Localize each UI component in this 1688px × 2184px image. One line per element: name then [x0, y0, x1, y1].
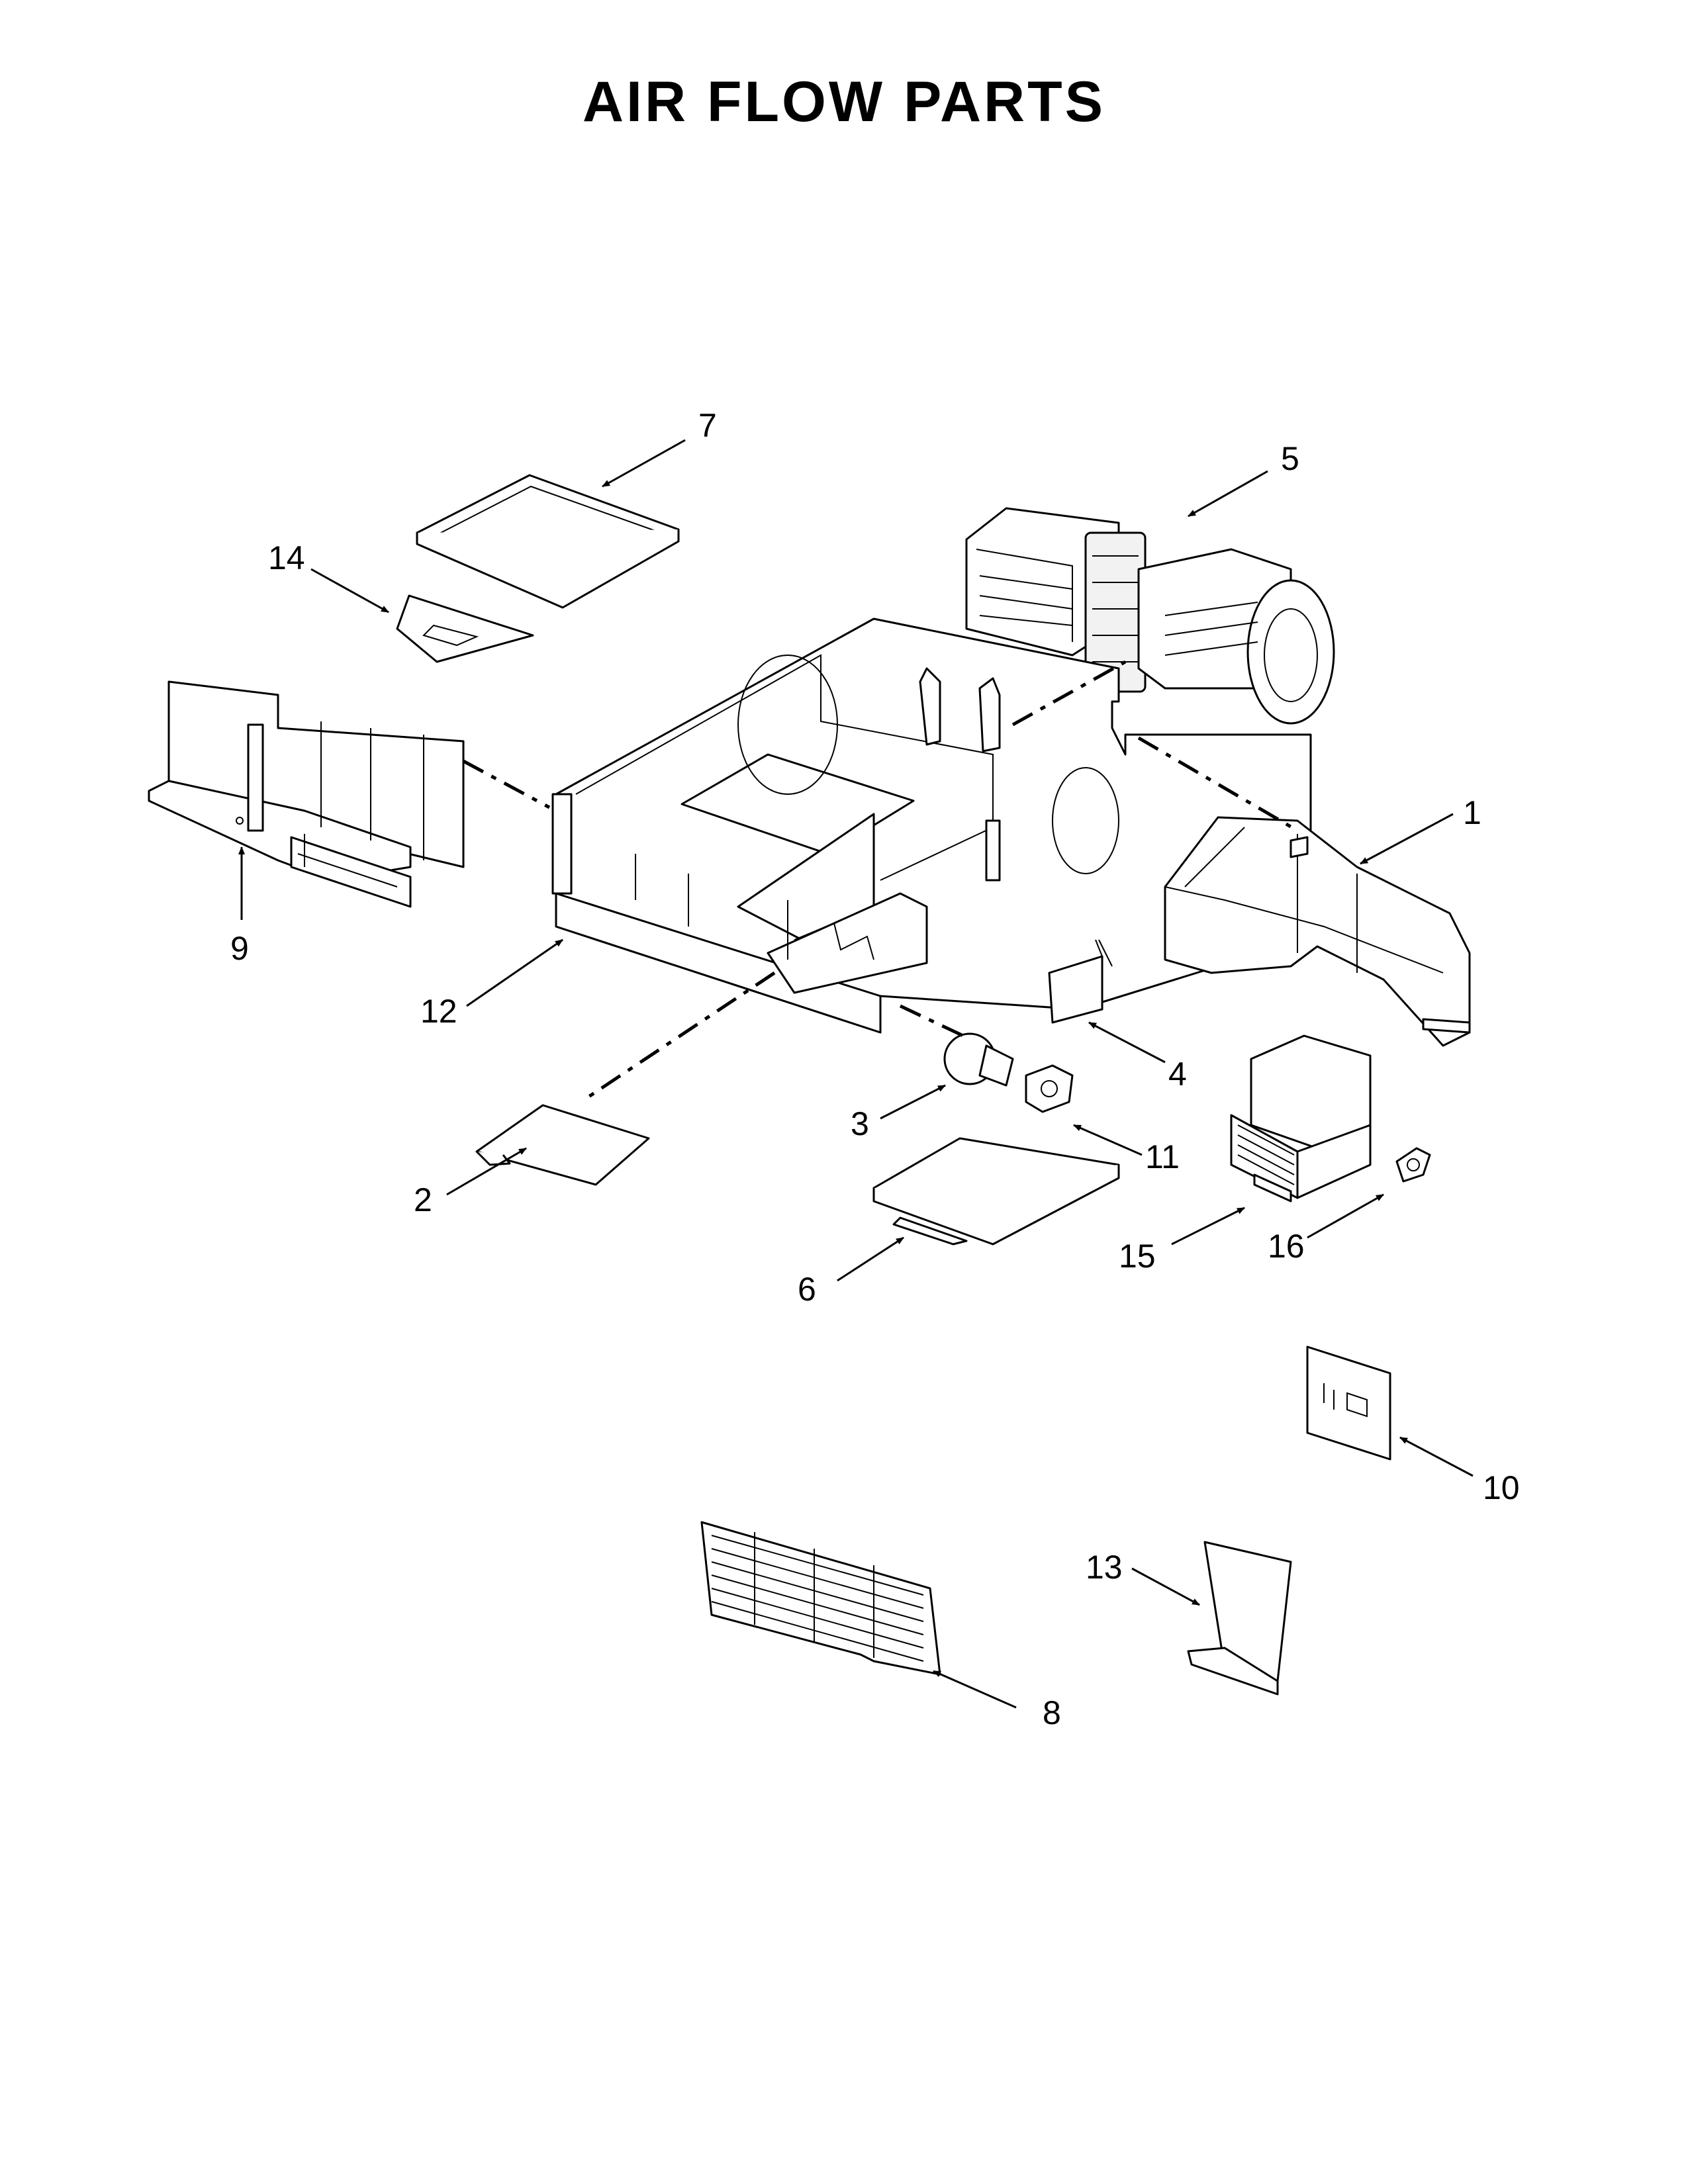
part-16-thermostat — [1395, 1147, 1431, 1183]
leader-arrows — [238, 439, 1474, 1709]
callout-9: 9 — [230, 930, 249, 967]
callout-3: 3 — [851, 1105, 869, 1142]
callout-8: 8 — [1043, 1694, 1061, 1731]
part-1-duct-shroud — [1164, 816, 1471, 1047]
part-3-lamp — [943, 1032, 1014, 1087]
part-15-transformer — [1230, 1034, 1372, 1203]
callout-15: 15 — [1119, 1238, 1156, 1275]
part-8-grille — [700, 1521, 941, 1676]
part-4-bracket — [1048, 939, 1113, 1024]
callout-11: 11 — [1145, 1138, 1180, 1175]
callout-16: 16 — [1268, 1228, 1305, 1265]
callout-2: 2 — [414, 1181, 432, 1218]
callout-1: 1 — [1463, 794, 1481, 831]
part-11-lamp-socket — [1025, 1064, 1074, 1113]
part-6-plate — [872, 1137, 1120, 1246]
assembly-lines — [462, 660, 1299, 1101]
callout-7: 7 — [698, 407, 717, 444]
part-2-cover-plate — [475, 1104, 650, 1186]
callout-4: 4 — [1168, 1056, 1187, 1093]
part-14-plate — [396, 594, 534, 663]
page-title: AIR FLOW PARTS — [582, 70, 1106, 134]
callout-13: 13 — [1086, 1549, 1123, 1586]
callout-14: 14 — [268, 539, 305, 576]
part-10-label — [1306, 1345, 1391, 1461]
callout-labels: 1 2 3 4 5 6 7 8 9 10 11 12 13 14 15 16 — [230, 407, 1520, 1731]
callout-6: 6 — [798, 1271, 816, 1308]
part-12-chassis — [551, 617, 1312, 1034]
callout-10: 10 — [1483, 1469, 1520, 1506]
callout-12: 12 — [420, 993, 457, 1030]
part-7-filter-frame — [416, 474, 680, 609]
callout-5: 5 — [1281, 440, 1299, 477]
part-9-duct — [148, 680, 465, 908]
part-13-deflector — [1187, 1541, 1292, 1696]
